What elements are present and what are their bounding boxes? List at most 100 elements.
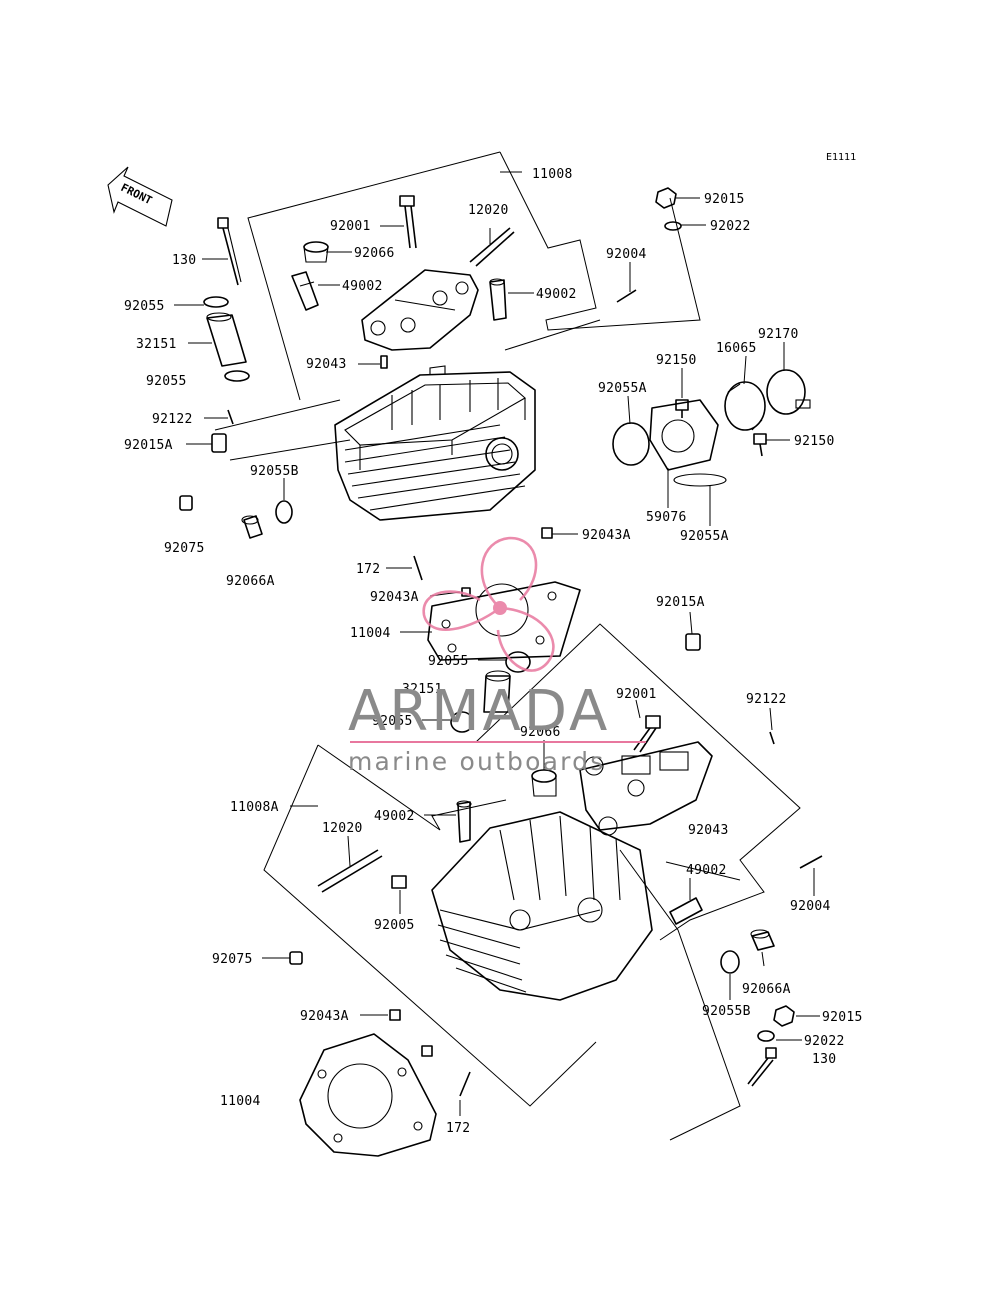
o-ring-92055-upper-b <box>224 370 250 382</box>
callout-32151-b: 32151 <box>402 682 443 697</box>
callouts-upper: 11008 92015 92022 92001 12020 130 92066 … <box>124 167 835 669</box>
pin-92122-upper <box>227 409 234 425</box>
bolt-92001-lower <box>633 715 661 753</box>
cylinder-head-lower <box>431 811 653 1001</box>
callout-92066a-b: 92066A <box>742 982 791 997</box>
screw-92150-a <box>675 399 689 418</box>
callout-92055-a: 92055 <box>124 299 165 314</box>
plug-92066a-upper <box>241 515 263 539</box>
rocker-housing-lower <box>579 741 713 836</box>
stud-130-lower <box>747 1047 777 1087</box>
callout-49002-d: 49002 <box>686 863 727 878</box>
pin-92043a-lower-b <box>421 1045 433 1057</box>
assembly-frame-11008 <box>214 151 701 461</box>
callout-11008: 11008 <box>532 167 573 182</box>
nut-92015a-upper <box>211 433 227 453</box>
o-ring-92055-lower <box>450 711 474 733</box>
stud-172-upper <box>413 555 423 581</box>
o-ring-92055-upper-a <box>203 296 229 308</box>
valve-guide-49002-lower-left <box>456 800 472 843</box>
callout-92055-b: 92055 <box>146 374 187 389</box>
callout-11004-a: 11004 <box>350 626 391 641</box>
callout-92066-a: 92066 <box>354 246 395 261</box>
valve-guide-49002-upper-left <box>291 271 319 311</box>
front-arrow-label: FRONT <box>119 181 155 207</box>
callout-92004-b: 92004 <box>790 899 831 914</box>
cap-92075-upper <box>179 495 193 511</box>
callout-92122-a: 92122 <box>152 412 193 427</box>
callout-92066-b: 92066 <box>520 725 561 740</box>
callout-92001-a: 92001 <box>330 219 371 234</box>
bolt-92001-upper <box>399 195 417 249</box>
callout-130-a: 130 <box>172 253 196 268</box>
callout-92001-b: 92001 <box>616 687 657 702</box>
clamp-92170 <box>766 369 811 415</box>
callout-92075-a: 92075 <box>164 541 205 556</box>
callout-92150-a: 92150 <box>656 353 697 368</box>
dowel-32151-upper <box>206 312 247 367</box>
callout-11004-b: 11004 <box>220 1094 261 1109</box>
stud-130-upper <box>217 217 242 286</box>
callout-92055a-a: 92055A <box>598 381 647 396</box>
assembly-frame-11008a <box>263 623 801 1141</box>
o-ring-92055b-upper <box>275 500 293 524</box>
callout-92022-b: 92022 <box>804 1034 845 1049</box>
diagram-code: E1111 <box>826 152 856 163</box>
pin-92043a-lower <box>389 1009 401 1021</box>
callout-49002-a: 49002 <box>342 279 383 294</box>
nut-92015a-lower <box>685 633 701 651</box>
callout-92055b-a: 92055B <box>250 464 299 479</box>
valve-guide-49002-lower-right <box>669 897 703 925</box>
callouts-lower: 92015A 32151 92001 92055 92122 92066 110… <box>212 595 863 1136</box>
callout-92075-b: 92075 <box>212 952 253 967</box>
callout-172-a: 172 <box>356 562 380 577</box>
callout-49002-c: 49002 <box>374 809 415 824</box>
callout-92004-a: 92004 <box>606 247 647 262</box>
callout-59076: 59076 <box>646 510 687 525</box>
callout-92043a-a: 92043A <box>582 528 631 543</box>
callout-92043-b: 92043 <box>688 823 729 838</box>
gasket-92055a-lower <box>673 473 727 487</box>
callout-130-b: 130 <box>812 1052 836 1067</box>
watermark-propeller-logo <box>422 536 555 672</box>
callout-92150-b: 92150 <box>794 434 835 449</box>
seal-92066-upper <box>303 241 329 263</box>
callout-172-b: 172 <box>446 1121 470 1136</box>
leader-lines <box>174 197 820 1116</box>
dowel-32151-lower <box>483 670 511 713</box>
pin-92043a-upper <box>541 527 553 539</box>
callout-12020-a: 12020 <box>468 203 509 218</box>
head-gasket-11004-upper <box>427 581 581 661</box>
nut-92015-upper <box>655 187 677 209</box>
watermark: ARMADA marine outboards <box>348 536 646 776</box>
callout-92043a-b: 92043A <box>370 590 419 605</box>
rocker-housing-upper <box>361 269 479 351</box>
watermark-brand: ARMADA <box>348 679 610 744</box>
nut-92015-lower <box>773 1005 795 1027</box>
callout-92015a-b: 92015A <box>656 595 705 610</box>
callout-92022-a: 92022 <box>710 219 751 234</box>
shaft-12020-lower <box>317 849 383 893</box>
valve-guide-49002-upper-right <box>489 278 507 321</box>
fitting-92005 <box>391 875 407 889</box>
washer-92022-lower <box>757 1030 775 1042</box>
callout-92055-d: 92055 <box>372 714 413 729</box>
o-ring-92055-middle <box>505 651 531 673</box>
o-ring-92055b-lower <box>720 950 740 974</box>
stud-172-lower <box>459 1071 471 1097</box>
shaft-12020-upper <box>469 227 515 267</box>
callout-32151-a: 32151 <box>136 337 177 352</box>
cylinder-head-upper <box>334 365 536 521</box>
cap-92075-lower <box>289 951 303 965</box>
intake-pipe-16065 <box>724 381 766 431</box>
callout-92055-c: 92055 <box>428 654 469 669</box>
callout-92043-a: 92043 <box>306 357 347 372</box>
pin-92043-upper <box>380 355 388 369</box>
callout-92015a-a: 92015A <box>124 438 173 453</box>
screw-92150-b <box>753 433 767 457</box>
stud-92004-upper <box>616 289 637 303</box>
callout-11008a: 11008A <box>230 800 279 815</box>
callout-92015-b: 92015 <box>822 1010 863 1025</box>
callout-92043a-c: 92043A <box>300 1009 349 1024</box>
